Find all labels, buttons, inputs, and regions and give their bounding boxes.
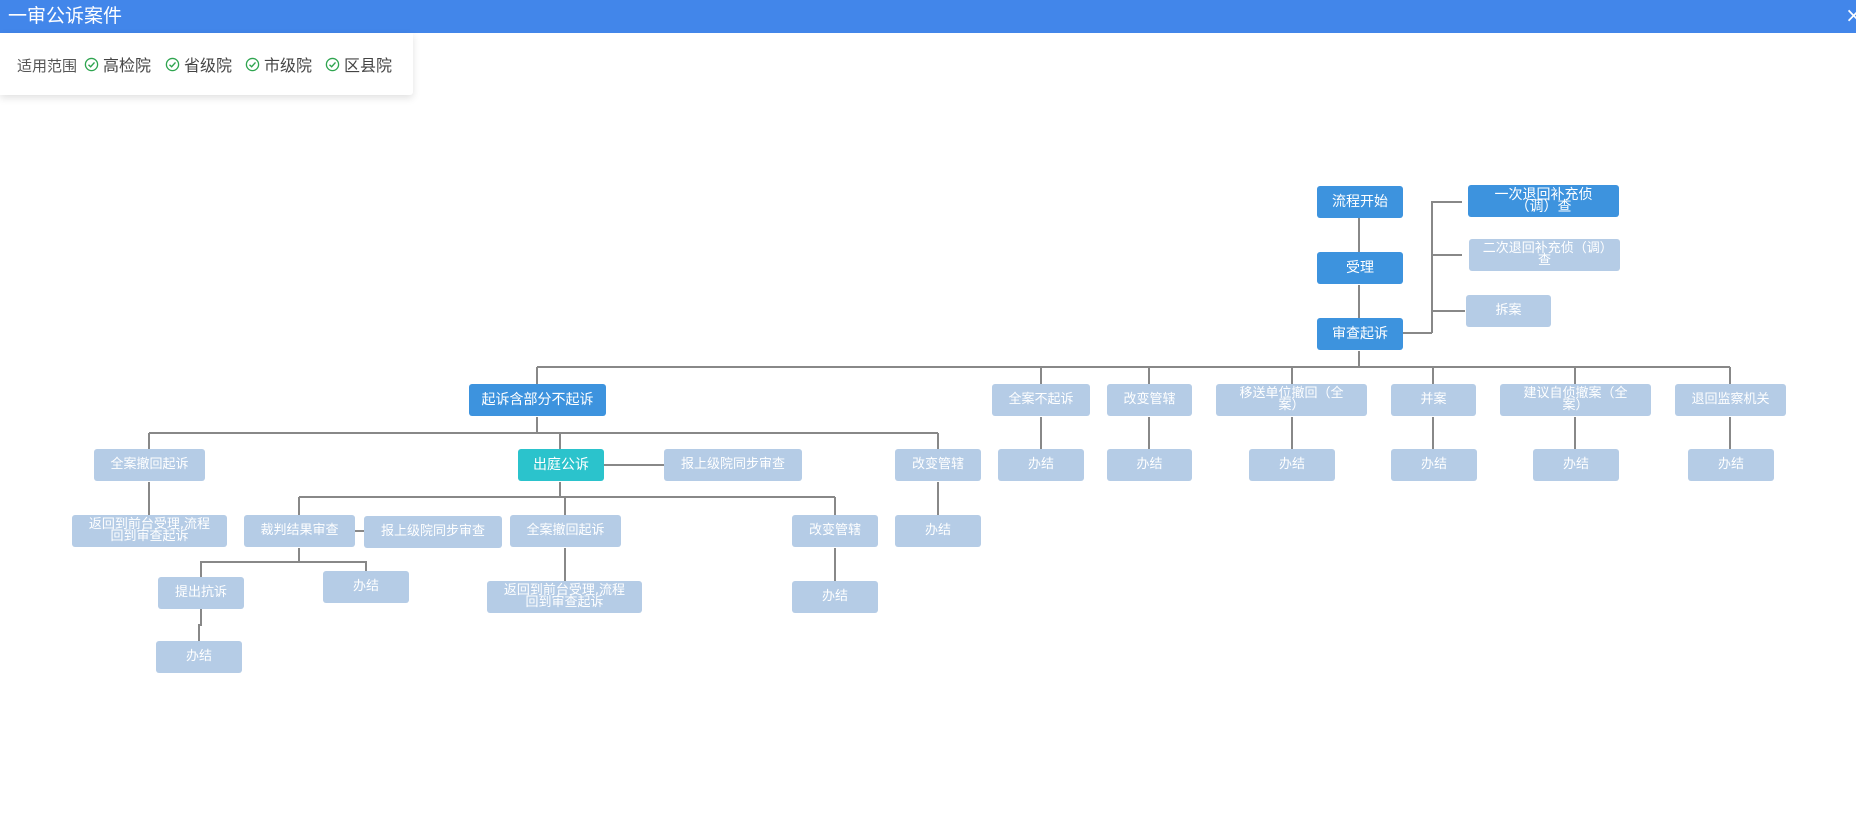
scope-option-label: 省级院 xyxy=(184,56,233,75)
node-finish[interactable]: 办结 xyxy=(323,571,409,603)
node-finish[interactable]: 办结 xyxy=(156,641,242,673)
node-prosecute-partial[interactable]: 起诉含部分不起诉 xyxy=(469,384,606,416)
node-finish[interactable]: 办结 xyxy=(1688,449,1774,481)
node-process-start[interactable]: 流程开始 xyxy=(1317,186,1403,218)
connector-lines xyxy=(148,201,1731,642)
node-protest[interactable]: 提出抗诉 xyxy=(158,577,244,609)
scope-label: 适用范围 xyxy=(17,57,78,75)
scope-option-provincial[interactable]: 省级院 xyxy=(165,53,232,75)
node-withdraw-all[interactable]: 全案撤回起诉 xyxy=(94,449,205,481)
scope-option-label: 高检院 xyxy=(103,56,152,75)
scope-option-label: 区县院 xyxy=(344,56,393,75)
check-circle-icon xyxy=(245,57,260,71)
check-circle-icon xyxy=(325,57,340,71)
node-return-once[interactable]: 一次退回补充侦（调）查 xyxy=(1468,185,1619,217)
node-return-supervision[interactable]: 退回监察机关 xyxy=(1675,384,1786,416)
node-finish[interactable]: 办结 xyxy=(792,581,878,613)
node-merge-case[interactable]: 并案 xyxy=(1391,384,1476,416)
scope-option-supreme[interactable]: 高检院 xyxy=(84,53,151,75)
node-judgment-review[interactable]: 裁判结果审查 xyxy=(244,515,355,547)
node-no-prosecute-all[interactable]: 全案不起诉 xyxy=(992,384,1090,416)
node-return-twice[interactable]: 二次退回补充侦（调）查 xyxy=(1469,239,1620,271)
node-review-prosecution[interactable]: 审查起诉 xyxy=(1317,318,1403,350)
node-report-superior[interactable]: 报上级院同步审查 xyxy=(664,449,802,481)
node-transfer-withdraw[interactable]: 移送单位撤回（全案） xyxy=(1216,384,1367,416)
scope-option-label: 市级院 xyxy=(264,56,313,75)
flow-diagram: 流程开始 受理 审查起诉 一次退回补充侦（调）查 二次退回补充侦（调）查 拆案 … xyxy=(0,33,1856,836)
node-return-front[interactable]: 返回到前台受理,流程回到审查起诉 xyxy=(487,581,642,613)
node-finish[interactable]: 办结 xyxy=(1391,449,1477,481)
check-circle-icon xyxy=(84,57,99,71)
node-finish[interactable]: 办结 xyxy=(895,515,981,547)
node-finish[interactable]: 办结 xyxy=(1107,449,1192,481)
node-change-jurisdiction[interactable]: 改变管辖 xyxy=(1107,384,1192,416)
node-withdraw-all[interactable]: 全案撤回起诉 xyxy=(510,515,621,547)
node-accept[interactable]: 受理 xyxy=(1317,252,1403,284)
scope-option-municipal[interactable]: 市级院 xyxy=(245,53,312,75)
node-suggest-withdraw[interactable]: 建议自侦撤案（全案） xyxy=(1500,384,1651,416)
scope-option-district[interactable]: 区县院 xyxy=(325,53,392,75)
node-split-case[interactable]: 拆案 xyxy=(1466,295,1551,327)
node-return-front[interactable]: 返回到前台受理,流程回到审查起诉 xyxy=(72,515,227,547)
close-icon[interactable]: × xyxy=(1845,3,1856,27)
scope-panel: 适用范围 高检院 省级院 市级院 区县院 xyxy=(0,33,413,95)
node-change-jurisdiction[interactable]: 改变管辖 xyxy=(792,515,878,547)
node-change-jurisdiction[interactable]: 改变管辖 xyxy=(895,449,981,481)
dialog-title: 一审公诉案件 xyxy=(8,5,123,27)
dialog-header: 一审公诉案件 × xyxy=(0,0,1856,33)
node-court-appearance[interactable]: 出庭公诉 xyxy=(518,449,604,481)
node-report-superior[interactable]: 报上级院同步审查 xyxy=(364,516,502,548)
node-finish[interactable]: 办结 xyxy=(1249,449,1335,481)
check-circle-icon xyxy=(165,57,180,71)
node-finish[interactable]: 办结 xyxy=(1533,449,1619,481)
node-finish[interactable]: 办结 xyxy=(998,449,1084,481)
